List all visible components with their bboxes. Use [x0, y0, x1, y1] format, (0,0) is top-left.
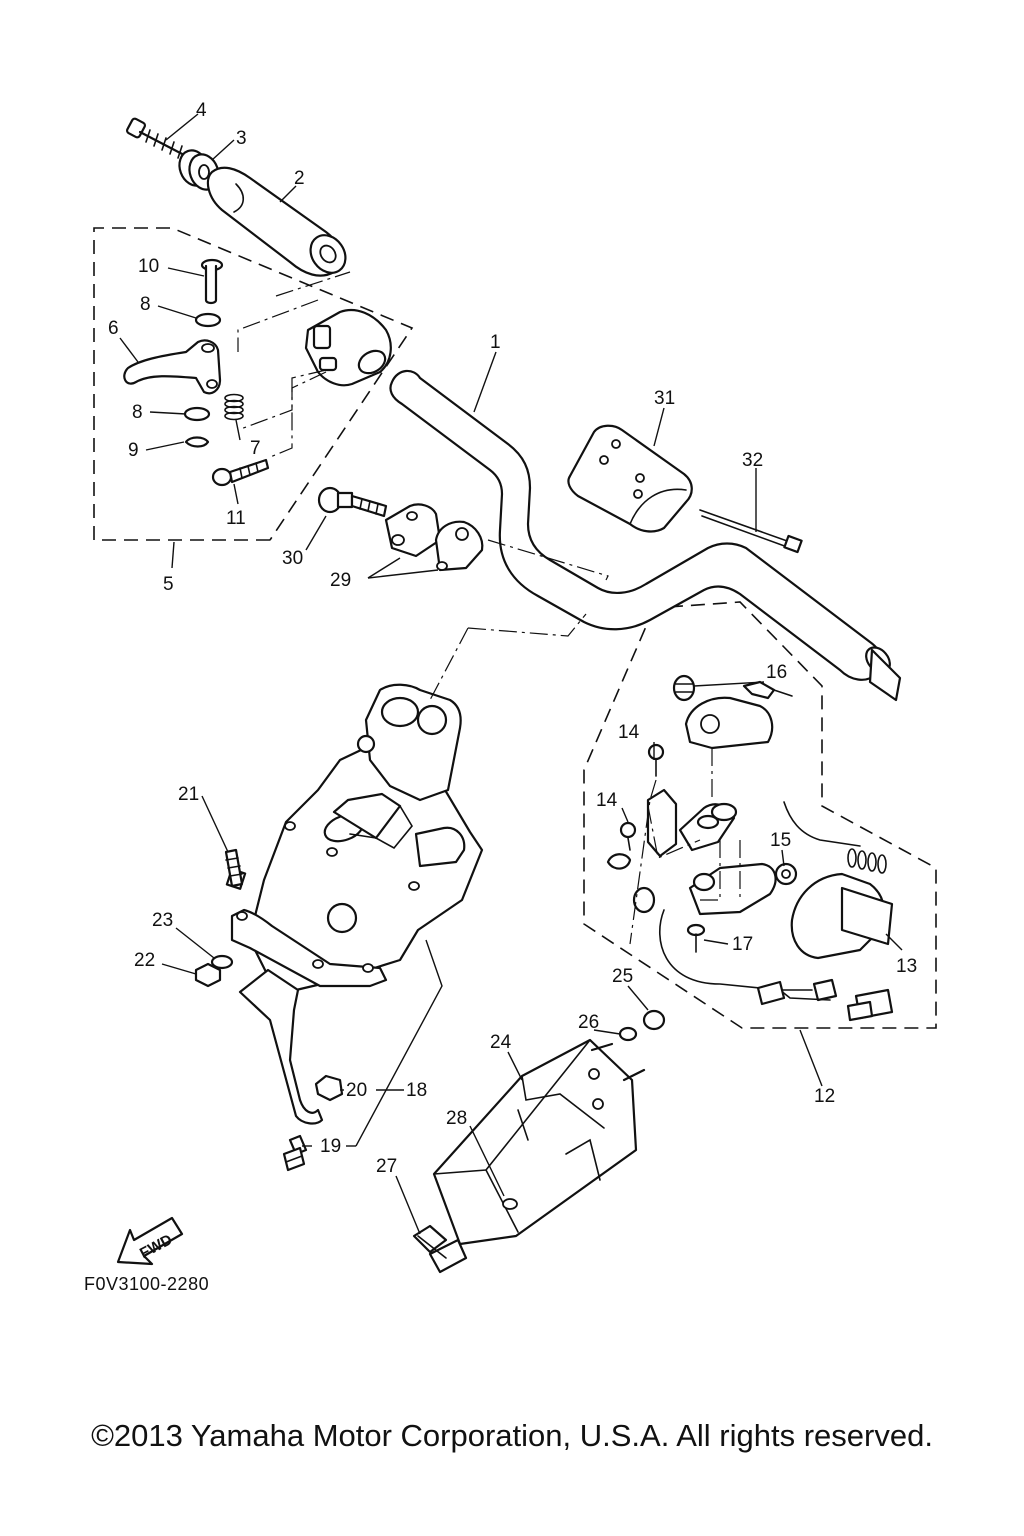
switch-body	[606, 788, 777, 916]
assembly-12-box	[583, 601, 937, 1029]
leader-lines	[119, 113, 903, 1235]
align-line-f	[429, 627, 469, 701]
callout-13: 13	[896, 956, 917, 977]
steering-column	[230, 683, 484, 1125]
align-line-j	[629, 779, 657, 945]
callout-10: 10	[138, 256, 159, 277]
callout-24: 24	[490, 1032, 512, 1053]
switch-housing-16	[672, 674, 793, 750]
callout-21: 21	[178, 784, 199, 805]
callout-6: 6	[108, 318, 119, 339]
clip-9	[184, 436, 210, 448]
nut-22	[194, 962, 222, 988]
callout-12: 12	[814, 1086, 835, 1107]
lever-bracket-housing	[304, 308, 392, 387]
align-line-a	[237, 299, 319, 352]
align-line-c	[267, 371, 327, 459]
box-24	[432, 1038, 638, 1246]
grip-2	[206, 166, 347, 277]
callout-8-upper: 8	[140, 294, 151, 315]
callout-18: 18	[406, 1080, 427, 1101]
callout-9: 9	[128, 440, 139, 461]
callout-32: 32	[742, 450, 763, 471]
callout-16: 16	[766, 662, 787, 683]
holder-29	[384, 503, 484, 572]
handlebar-1	[389, 369, 902, 702]
washer-25	[642, 1009, 666, 1031]
callout-14-upper: 14	[618, 722, 640, 743]
callout-5: 5	[163, 574, 174, 595]
bolt-30	[317, 486, 388, 518]
callout-28: 28	[446, 1108, 467, 1129]
wire-harness	[659, 801, 894, 1022]
pad-31	[567, 424, 693, 533]
align-line-e	[467, 613, 587, 637]
callout-4: 4	[196, 100, 207, 121]
spring-7	[224, 393, 244, 421]
callout-1: 1	[490, 332, 501, 353]
bushing-15	[774, 862, 798, 886]
screw-17	[686, 923, 706, 953]
align-line-i	[700, 840, 721, 901]
align-line-h	[647, 805, 701, 859]
clamp-27	[412, 1224, 468, 1274]
callout-20: 20	[346, 1080, 367, 1101]
bolt-21	[224, 848, 247, 890]
cap-13	[790, 848, 894, 960]
align-line-d	[487, 539, 609, 581]
callout-27: 27	[376, 1156, 397, 1177]
drawing-code: F0V3100-2280	[84, 1274, 210, 1294]
screw-11	[211, 458, 270, 487]
callout-numbers: 1 2 3 4 5 6 7 8 8 9 10 11 12 13 14 14 15…	[108, 100, 917, 1177]
spring-13	[847, 848, 887, 874]
bolt-19	[282, 1134, 308, 1172]
callout-31: 31	[654, 388, 675, 409]
align-line-g	[275, 271, 351, 297]
callout-8-lower: 8	[132, 402, 143, 423]
stud-bolts-24	[590, 1042, 646, 1082]
callout-11: 11	[226, 508, 246, 529]
washer-8-lower	[183, 406, 211, 422]
callout-19: 19	[320, 1136, 341, 1157]
callout-17: 17	[732, 934, 753, 955]
callout-29: 29	[330, 570, 351, 591]
callout-15: 15	[770, 830, 791, 851]
align-line-b	[237, 369, 327, 431]
callout-23: 23	[152, 910, 173, 931]
callout-22: 22	[134, 950, 155, 971]
callout-26: 26	[578, 1012, 599, 1033]
fwd-arrow-icon: FWD	[116, 1216, 184, 1266]
nut-20	[314, 1074, 344, 1102]
pin-10	[200, 258, 224, 305]
washer-8-upper	[194, 312, 222, 328]
lever-6	[123, 339, 222, 395]
callout-14-lower: 14	[596, 790, 618, 811]
bolt-4	[126, 117, 188, 159]
copyright-notice: ©2013 Yamaha Motor Corporation, U.S.A. A…	[91, 1418, 933, 1453]
callout-25: 25	[612, 966, 633, 987]
washer-23	[210, 954, 234, 970]
callout-7: 7	[250, 438, 261, 459]
callout-3: 3	[236, 128, 247, 149]
callout-2: 2	[294, 168, 305, 189]
screws-14	[619, 743, 665, 851]
callout-30: 30	[282, 548, 303, 569]
cable-tie-32	[699, 509, 803, 554]
washer-26	[618, 1026, 638, 1042]
